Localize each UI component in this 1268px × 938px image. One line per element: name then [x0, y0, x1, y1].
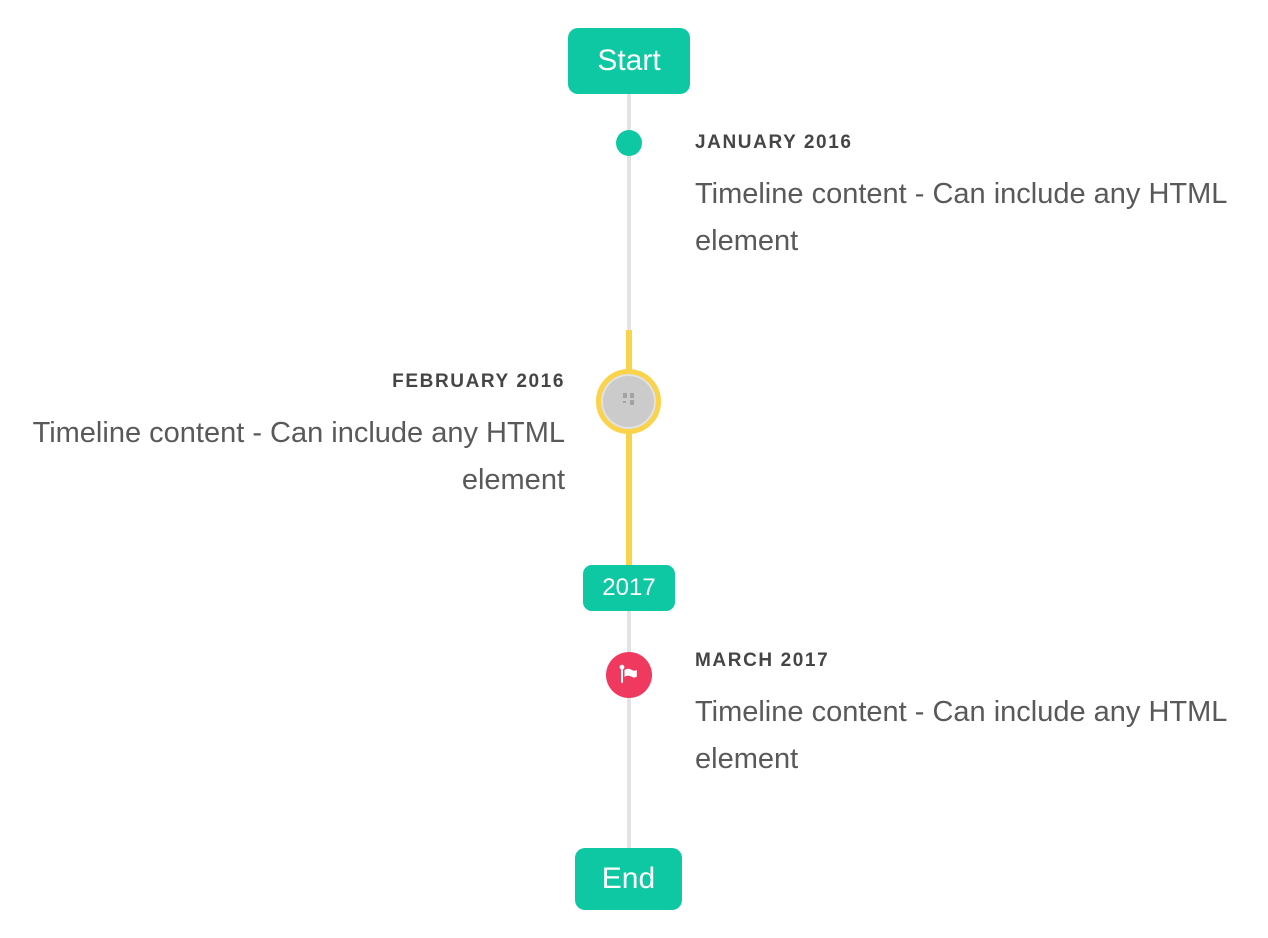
item-content: Timeline content - Can include any HTML …: [32, 417, 565, 496]
year-badge[interactable]: 2017: [583, 565, 675, 611]
timeline-marker-january-dot[interactable]: [616, 130, 642, 156]
flag-icon: [617, 663, 641, 687]
item-title: FEBRUARY 2016: [392, 371, 565, 392]
timeline-item-february: FEBRUARY 2016 Timeline content - Can inc…: [5, 369, 565, 504]
item-title: MARCH 2017: [695, 650, 830, 671]
broken-image-icon: [621, 392, 637, 411]
item-content: Timeline content - Can include any HTML …: [695, 178, 1227, 257]
timeline-marker-february-node[interactable]: [596, 369, 661, 434]
item-title: JANUARY 2016: [695, 132, 853, 153]
timeline-item-march: MARCH 2017 Timeline content - Can includ…: [695, 648, 1248, 783]
item-content: Timeline content - Can include any HTML …: [695, 696, 1227, 775]
timeline-marker-march-node[interactable]: [606, 652, 652, 698]
start-button[interactable]: Start: [568, 28, 690, 94]
end-button[interactable]: End: [575, 848, 682, 910]
timeline-line-highlight-segment: [626, 330, 632, 566]
timeline-item-january: JANUARY 2016 Timeline content - Can incl…: [695, 130, 1248, 265]
